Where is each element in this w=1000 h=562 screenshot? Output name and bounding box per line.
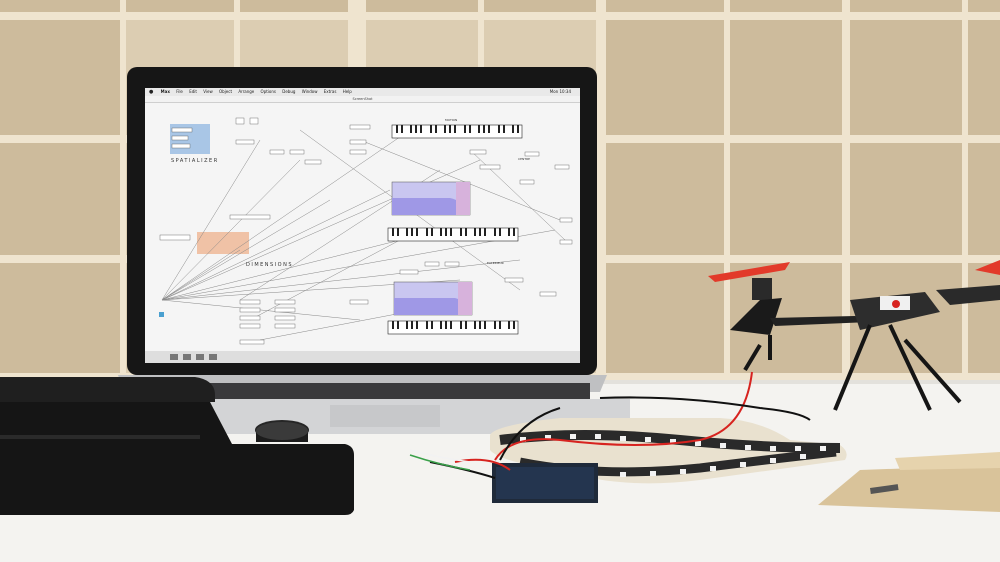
menu-edit[interactable]: Edit — [189, 89, 197, 94]
menu-debug[interactable]: Debug — [282, 89, 296, 94]
led-strip — [409, 371, 847, 503]
trackpad — [330, 405, 440, 427]
quadcopter-drone — [708, 260, 1000, 411]
menu-file[interactable]: File — [176, 89, 183, 94]
patcher-toolbar — [145, 351, 580, 363]
motion-object[interactable]: MOTION — [445, 118, 458, 122]
menu-object[interactable]: Object — [219, 89, 233, 94]
spatializer-label: SPATIALIZER — [171, 158, 219, 164]
envelope-displays — [391, 181, 473, 316]
menu-max[interactable]: Max — [160, 89, 170, 94]
centre-object[interactable]: CENTRE — [518, 157, 531, 161]
apple-menu-icon[interactable]: ● — [149, 89, 154, 95]
dimensions-panel — [197, 232, 249, 254]
keyboard — [205, 383, 590, 399]
dimensions-label: DIMENSIONS — [246, 262, 294, 268]
shelf-cubbies — [0, 0, 1000, 373]
menu-clock: Mon 10:34 — [549, 89, 571, 94]
max-patch-canvas — [159, 117, 573, 345]
cardboard-package — [818, 452, 1000, 512]
menu-window[interactable]: Window — [301, 89, 318, 94]
exterieur-object[interactable]: EXTERIEUR — [487, 261, 504, 265]
patch-objects — [159, 117, 573, 345]
menu-arrange[interactable]: Arrange — [238, 89, 255, 94]
piano-keyboards — [387, 124, 523, 335]
menu-help[interactable]: Help — [342, 89, 352, 94]
patcher-window-title: ScreenShot — [145, 96, 580, 103]
menu-extras[interactable]: Extras — [323, 89, 337, 94]
menu-view[interactable]: View — [203, 89, 213, 94]
menu-options[interactable]: Options — [260, 89, 276, 94]
black-controller-device — [0, 377, 354, 515]
